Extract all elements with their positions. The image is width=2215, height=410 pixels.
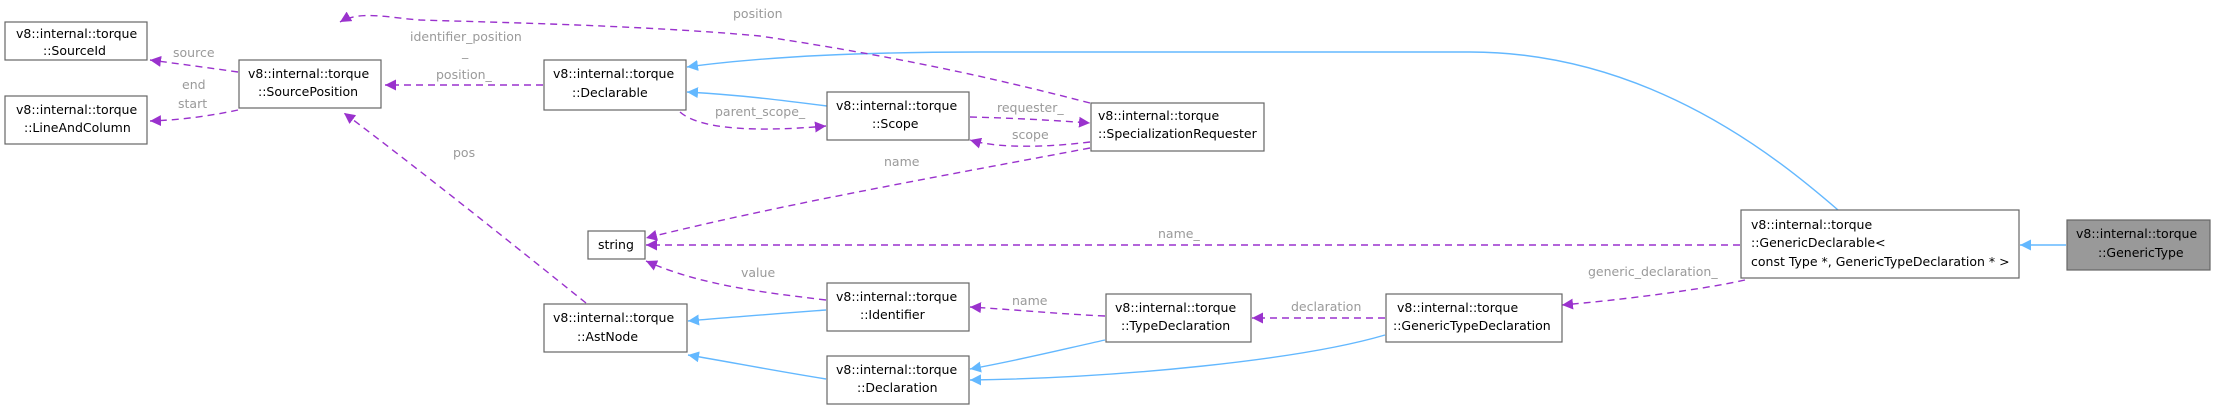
label-end: end <box>182 77 206 92</box>
node-generictype-line1: v8::internal::torque <box>2076 226 2197 241</box>
label-generic-declaration: generic_declaration_ <box>1588 264 1718 279</box>
edge-sourceposition-to-sourceid <box>149 56 239 73</box>
label-pos: pos <box>453 145 475 160</box>
label-name: name <box>884 154 920 169</box>
label-name-underscore: name_ <box>1158 226 1200 241</box>
node-scope-line2: ::Scope <box>872 116 919 131</box>
edge-sourceposition-to-lineandcolumn <box>149 109 239 127</box>
node-specializationrequester-line1: v8::internal::torque <box>1098 108 1219 123</box>
inheritance-edges <box>686 51 2066 386</box>
edge-specializationrequester-to-sourceposition <box>339 11 1091 104</box>
edge-declarable-to-scope <box>679 111 827 133</box>
node-declarable[interactable]: v8::internal::torque ::Declarable <box>543 59 687 111</box>
node-genericdeclarable[interactable]: v8::internal::torque ::GenericDeclarable… <box>1740 209 2020 279</box>
label-scope: scope <box>1012 127 1049 142</box>
node-declarable-line1: v8::internal::torque <box>553 66 674 81</box>
node-identifier[interactable]: v8::internal::torque ::Identifier <box>826 282 970 332</box>
edge-generictypedeclaration-to-declaration <box>969 334 1386 386</box>
node-declaration-line1: v8::internal::torque <box>836 362 957 377</box>
edge-genericdeclarable-to-generictypedeclaration <box>1561 279 1746 310</box>
node-scope-line1: v8::internal::torque <box>836 98 957 113</box>
node-typedeclaration[interactable]: v8::internal::torque ::TypeDeclaration <box>1105 293 1252 343</box>
node-sourceid-line1: v8::internal::torque <box>16 26 137 41</box>
node-declaration-line2: ::Declaration <box>857 380 938 395</box>
node-specializationrequester-line2: ::SpecializationRequester <box>1098 126 1258 141</box>
node-generictype[interactable]: v8::internal::torque ::GenericType <box>2066 219 2211 271</box>
node-sourceid-line2: ::SourceId <box>43 43 106 58</box>
label-declaration: declaration <box>1291 299 1361 314</box>
node-declaration[interactable]: v8::internal::torque ::Declaration <box>826 355 970 405</box>
label-parent-scope: parent_scope_ <box>715 104 806 119</box>
label-value: value <box>741 265 775 280</box>
label-requester: requester_ <box>997 100 1064 115</box>
edge-labels: source end start identifier_position _ p… <box>173 6 1718 314</box>
edge-scope-to-declarable <box>686 87 828 107</box>
label-start: start <box>178 96 207 111</box>
node-sourceposition-line2: ::SourcePosition <box>258 84 358 99</box>
edge-identifier-to-astnode <box>687 309 827 326</box>
label-position-underscore: position_ <box>436 67 493 82</box>
node-lineandcolumn[interactable]: v8::internal::torque ::LineAndColumn <box>4 95 148 145</box>
node-identifier-line1: v8::internal::torque <box>836 289 957 304</box>
node-identifier-line2: ::Identifier <box>860 307 926 322</box>
edge-declaration-to-astnode <box>687 351 827 380</box>
node-genericdeclarable-line1: v8::internal::torque <box>1751 217 1872 232</box>
node-genericdeclarable-line2: ::GenericDeclarable< <box>1751 235 1886 250</box>
label-position: position <box>733 6 783 21</box>
node-generictypedeclaration-line1: v8::internal::torque <box>1397 300 1518 315</box>
edge-genericdeclarable-to-declarable <box>686 51 1839 211</box>
node-typedeclaration-line1: v8::internal::torque <box>1115 300 1236 315</box>
label-identifier-name: name <box>1012 293 1048 308</box>
node-generictypedeclaration-line2: ::GenericTypeDeclaration <box>1393 318 1551 333</box>
node-generictype-line2: ::GenericType <box>2098 245 2184 260</box>
node-astnode[interactable]: v8::internal::torque ::AstNode <box>543 303 688 353</box>
label-identifier-position: identifier_position <box>410 29 522 44</box>
node-declarable-line2: ::Declarable <box>572 85 648 100</box>
node-sourceposition[interactable]: v8::internal::torque ::SourcePosition <box>238 59 382 109</box>
node-sourceposition-line1: v8::internal::torque <box>248 66 369 81</box>
label-identifier-position-2: _ <box>461 44 469 59</box>
node-astnode-line1: v8::internal::torque <box>553 310 674 325</box>
node-astnode-line2: ::AstNode <box>577 329 638 344</box>
node-genericdeclarable-line3: const Type *, GenericTypeDeclaration * > <box>1751 254 2010 269</box>
usage-edges <box>149 11 1746 324</box>
edge-specializationrequester-to-string <box>645 147 1091 241</box>
node-lineandcolumn-line1: v8::internal::torque <box>16 102 137 117</box>
node-scope[interactable]: v8::internal::torque ::Scope <box>826 91 970 141</box>
node-sourceid[interactable]: v8::internal::torque ::SourceId <box>4 21 148 61</box>
node-generictypedeclaration[interactable]: v8::internal::torque ::GenericTypeDeclar… <box>1385 293 1563 343</box>
node-string-line1: string <box>598 237 634 252</box>
edge-scope-to-specializationrequester <box>969 116 1091 128</box>
node-lineandcolumn-line2: ::LineAndColumn <box>24 120 131 135</box>
edge-typedeclaration-to-declaration <box>969 339 1106 373</box>
edge-typedeclaration-to-identifier <box>969 302 1106 317</box>
edge-identifier-to-string <box>645 260 827 301</box>
label-source: source <box>173 45 215 60</box>
node-typedeclaration-line2: ::TypeDeclaration <box>1121 318 1230 333</box>
edge-specializationrequester-to-scope <box>969 137 1091 149</box>
edge-astnode-to-sourceposition <box>343 112 587 304</box>
node-specializationrequester[interactable]: v8::internal::torque ::SpecializationReq… <box>1090 102 1265 152</box>
node-string[interactable]: string <box>587 230 646 260</box>
